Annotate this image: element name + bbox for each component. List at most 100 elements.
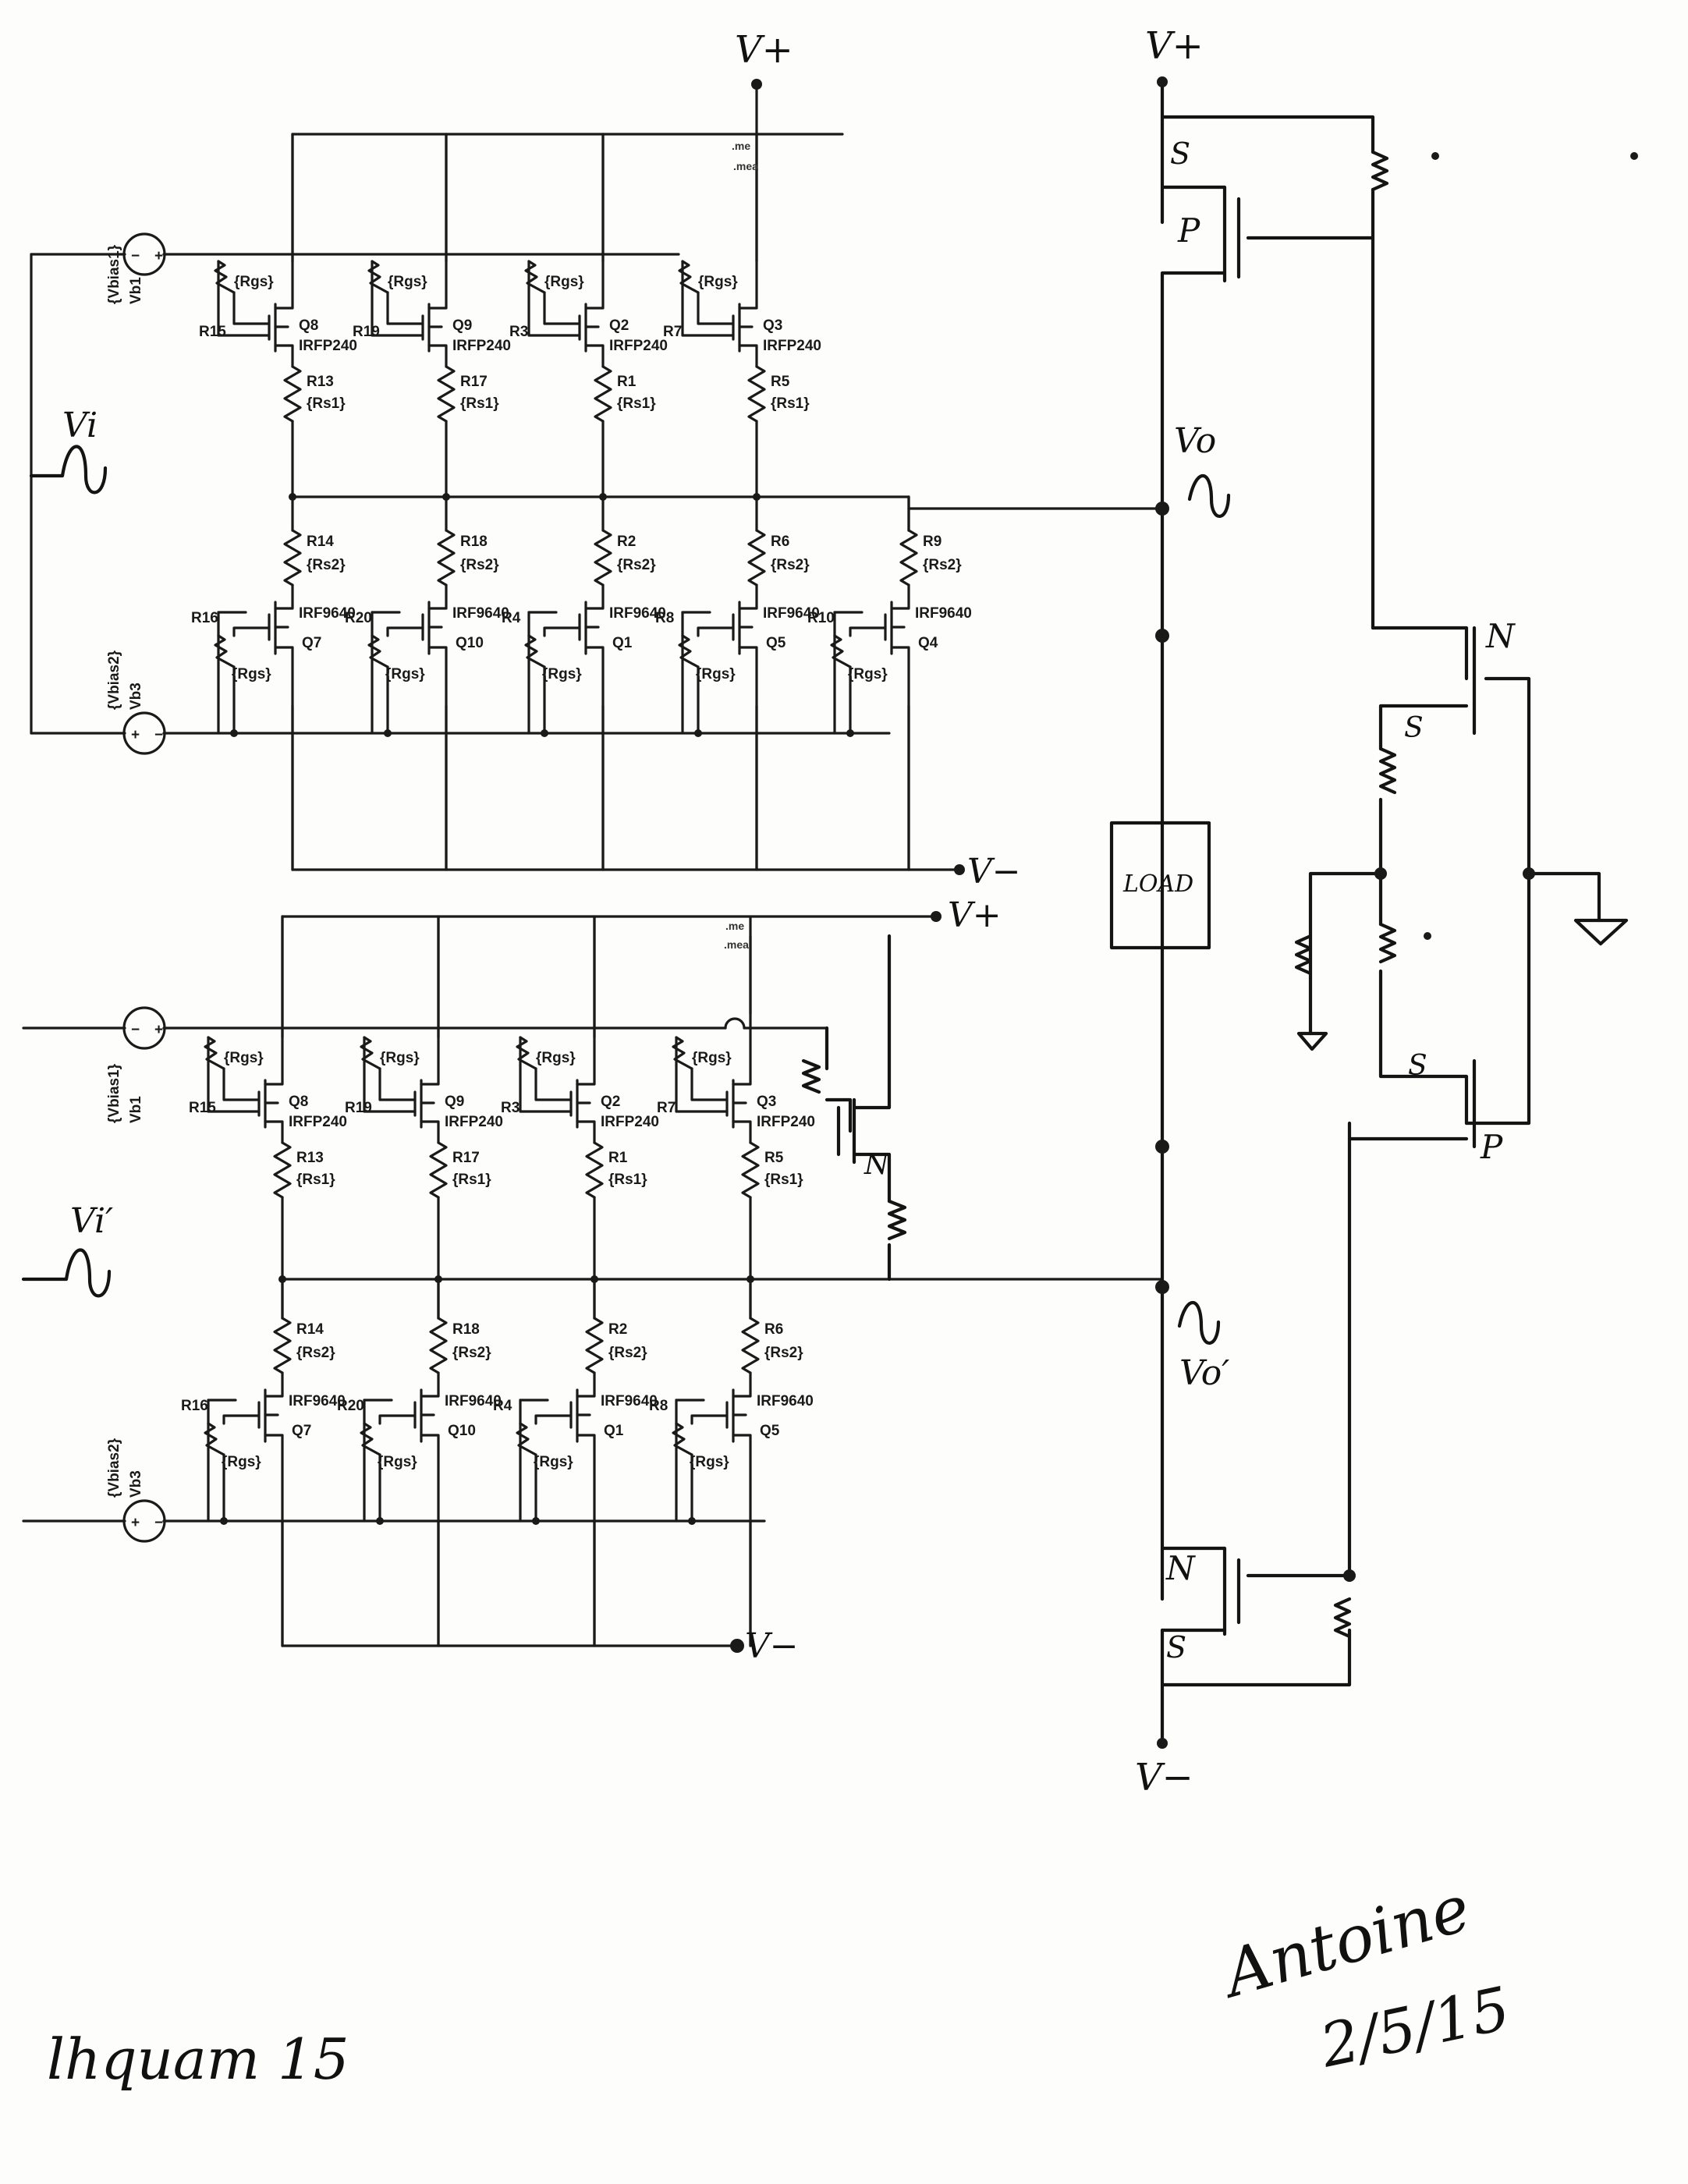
source-resistor-label: R13 — [307, 374, 334, 390]
rgs-label: {Rgs} — [222, 1454, 261, 1470]
bottom-n-label: N — [1165, 1549, 1196, 1587]
source-resistor-value: {Rs2} — [460, 557, 499, 573]
part-label: IRF9640 — [609, 605, 666, 622]
top-pmos-group: R14{Rs2}IRF9640Q7R16{Rgs}R18{Rs2}IRF9640… — [191, 495, 972, 871]
source-resistor-label: R17 — [460, 374, 488, 390]
signatures: lhquam 15 Antoine 2/5/15 — [47, 1871, 1516, 2092]
gate-resistor-label: R20 — [337, 1398, 364, 1414]
gate-resistor-label: R19 — [345, 1100, 372, 1116]
transistor-label: Q3 — [757, 1094, 776, 1110]
source-labels: {Vbias1} Vb1 {Vbias2} Vb3 {Vbias1} Vb1 {… — [106, 140, 758, 1498]
rgs-label: {Rgs} — [848, 666, 888, 682]
source-resistor-value: {Rs2} — [923, 557, 962, 573]
vo-prime-waveform — [1177, 1301, 1221, 1345]
rgs-label: {Rgs} — [224, 1050, 264, 1066]
rgs-label: {Rgs} — [698, 274, 738, 290]
meas2-top: .mea — [733, 160, 758, 172]
svg-text:−: − — [131, 1022, 140, 1038]
voltage-source-vb3-bottom: +− — [122, 1499, 166, 1543]
transistor-label: Q5 — [766, 635, 786, 651]
meas1-bottom: .me — [725, 920, 744, 932]
vb3-bottom: Vb3 — [128, 1470, 144, 1498]
vo-label: Vo — [1174, 421, 1216, 461]
gate-resistor-label: R10 — [807, 610, 835, 626]
source-resistor-value: {Rs2} — [608, 1345, 647, 1361]
part-label: IRF9640 — [757, 1393, 814, 1409]
vbias1-bottom: {Vbias1} — [106, 1063, 122, 1123]
meas1-top: .me — [732, 140, 750, 152]
source-resistor-label: R2 — [617, 534, 636, 550]
svg-text:+: + — [154, 248, 163, 264]
transistor-label: Q3 — [763, 317, 782, 334]
transistor-label: Q5 — [760, 1423, 780, 1439]
bottom-p-label: P — [1480, 1128, 1503, 1166]
svg-text:−: − — [131, 248, 140, 264]
part-label: IRF9640 — [915, 605, 972, 622]
gate-resistor-label: R4 — [493, 1398, 512, 1414]
transistor-label: Q1 — [604, 1423, 624, 1439]
source-resistor-value: {Rs1} — [764, 1172, 803, 1188]
vbias2-bottom: {Vbias2} — [106, 1438, 122, 1498]
source-resistor-value: {Rs2} — [452, 1345, 491, 1361]
part-label: IRFP240 — [299, 338, 357, 354]
rgs-label: {Rgs} — [388, 274, 427, 290]
source-resistor-value: {Rs1} — [452, 1172, 491, 1188]
transistor-label: Q8 — [299, 317, 318, 334]
load-label: LOAD — [1122, 870, 1193, 898]
gate-resistor-label: R8 — [655, 610, 674, 626]
source-resistor-label: R6 — [764, 1321, 783, 1338]
source-resistor-label: R13 — [296, 1150, 324, 1166]
source-resistor-value: {Rs1} — [307, 395, 346, 412]
source-resistor-label: R9 — [923, 534, 942, 550]
source-resistor-label: R18 — [452, 1321, 480, 1338]
transistor-label: Q9 — [452, 317, 472, 334]
gate-resistor-label: R3 — [509, 324, 528, 340]
transistor-label: Q2 — [601, 1094, 620, 1110]
source-resistor-label: R17 — [452, 1150, 480, 1166]
source-resistor-label: R14 — [296, 1321, 324, 1338]
bottom-left-s-label: S — [1166, 1630, 1186, 1665]
svg-text:+: + — [154, 1022, 163, 1038]
transistor-label: Q9 — [445, 1094, 464, 1110]
vi-label: Vi — [62, 406, 98, 445]
part-label: IRFP240 — [452, 338, 511, 354]
vminus-label-bottom: V− — [745, 1626, 799, 1666]
stage-io-labels: Vi Vo Vi′ Vo′ — [21, 406, 1231, 1393]
transistor-label: Q8 — [289, 1094, 308, 1110]
source-resistor-label: R1 — [608, 1150, 628, 1166]
rail-labels: V+ V+ V− V+ V− V− — [735, 24, 1204, 1799]
source-resistor-label: R1 — [617, 374, 637, 390]
transistor-label: Q2 — [609, 317, 629, 334]
part-label: IRFP240 — [609, 338, 668, 354]
part-label: IRFP240 — [601, 1114, 659, 1130]
part-label: IRFP240 — [289, 1114, 347, 1130]
signature-date: 2/5/15 — [1314, 1973, 1516, 2081]
svg-text:+: + — [131, 727, 140, 743]
svg-text:−: − — [154, 1515, 163, 1531]
rgs-label: {Rgs} — [536, 1050, 576, 1066]
voltage-source-vb1-top: −+ — [122, 232, 166, 276]
source-resistor-value: {Rs2} — [764, 1345, 803, 1361]
gate-resistor-label: R16 — [191, 610, 218, 626]
rgs-label: {Rgs} — [542, 666, 582, 682]
h-bridge — [730, 76, 1638, 1749]
source-resistor-label: R5 — [771, 374, 790, 390]
part-label: IRF9640 — [763, 605, 820, 622]
vminus-label-top: V− — [967, 852, 1021, 892]
meas2-bottom: .mea — [724, 938, 749, 951]
part-label: IRF9640 — [289, 1393, 346, 1409]
